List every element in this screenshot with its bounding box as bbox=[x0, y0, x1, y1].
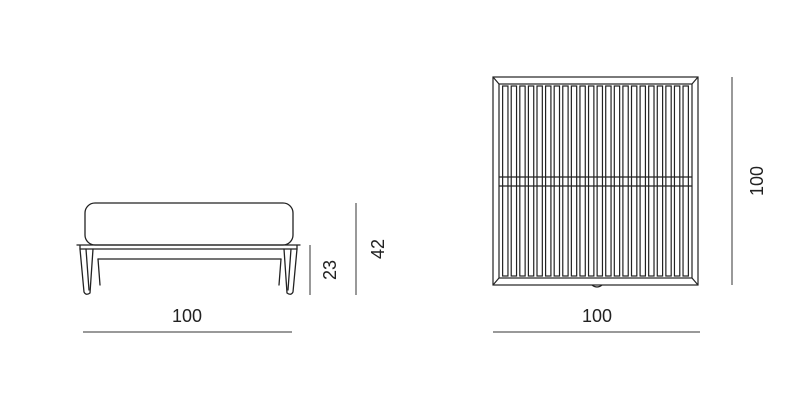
top-view bbox=[492, 76, 699, 288]
top-slats bbox=[502, 85, 689, 277]
side-view bbox=[76, 202, 301, 295]
top-frame-outer bbox=[492, 76, 699, 286]
slat bbox=[673, 85, 681, 277]
slat bbox=[502, 85, 509, 277]
slat bbox=[536, 85, 543, 277]
slat bbox=[622, 85, 629, 277]
side-view-dimensions bbox=[83, 203, 357, 333]
ottoman-right-leg bbox=[283, 248, 298, 295]
ottoman-back-leg-right bbox=[278, 258, 282, 286]
slat bbox=[544, 85, 552, 277]
corner-join bbox=[691, 76, 699, 85]
ottoman-frame-rail bbox=[76, 244, 301, 250]
slat bbox=[605, 85, 612, 277]
seat-height-label: 23 bbox=[320, 260, 340, 280]
top-view-dimensions bbox=[493, 77, 733, 333]
slat bbox=[630, 85, 638, 277]
ottoman-left-leg bbox=[79, 248, 94, 295]
ottoman-cushion bbox=[84, 202, 294, 246]
slat bbox=[562, 85, 569, 277]
corner-join bbox=[492, 277, 500, 286]
ottoman-back-leg-left bbox=[97, 258, 101, 286]
slat bbox=[639, 85, 647, 277]
ottoman-right-leg-detail bbox=[287, 248, 292, 291]
total-height-label: 42 bbox=[368, 239, 388, 259]
slat bbox=[519, 85, 526, 277]
slat bbox=[527, 85, 535, 277]
top-width-label: 100 bbox=[582, 306, 612, 326]
slat bbox=[596, 85, 604, 277]
top-frame-inner bbox=[498, 83, 693, 279]
foot-mark bbox=[591, 284, 603, 288]
top-depth-label: 100 bbox=[747, 166, 767, 196]
corner-join bbox=[492, 76, 500, 85]
slat bbox=[579, 85, 586, 277]
slat bbox=[648, 85, 655, 277]
slat bbox=[570, 85, 578, 277]
corner-join bbox=[691, 277, 699, 286]
slat bbox=[665, 85, 672, 277]
slat bbox=[510, 85, 518, 277]
slat bbox=[682, 85, 689, 277]
side-width-label: 100 bbox=[172, 306, 202, 326]
slat bbox=[587, 85, 595, 277]
ottoman-left-leg-detail bbox=[85, 248, 90, 291]
slat bbox=[553, 85, 561, 277]
slat bbox=[613, 85, 621, 277]
slat bbox=[656, 85, 664, 277]
